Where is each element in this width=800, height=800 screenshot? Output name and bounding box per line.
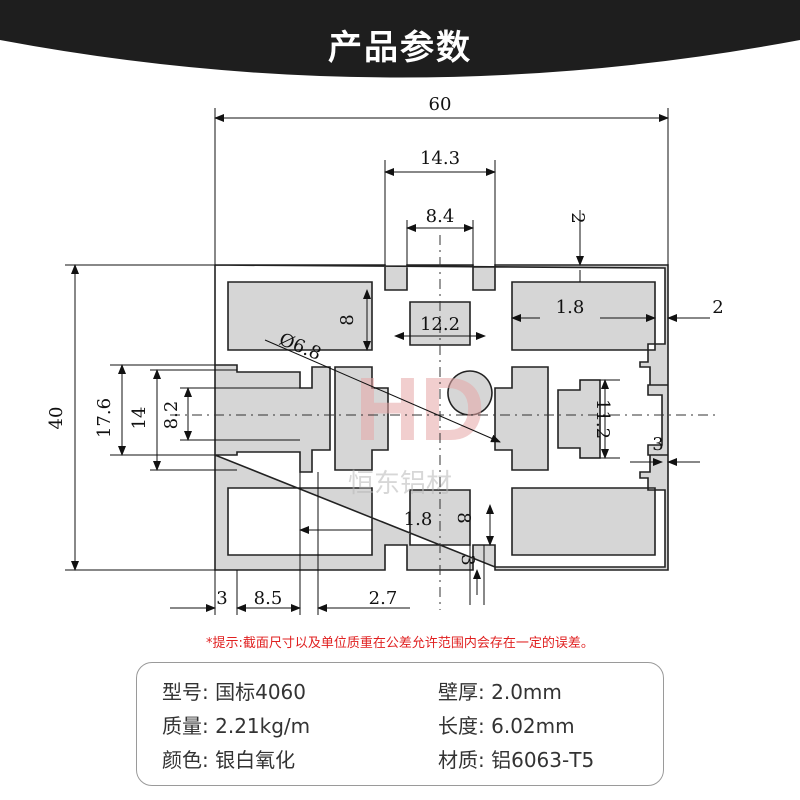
- spec-length-label: 长度:: [438, 714, 485, 738]
- dim-left-3: 3: [216, 588, 227, 609]
- dim-wall-right: 2: [567, 212, 588, 223]
- spec-color: 颜色: 银白氧化: [162, 744, 295, 773]
- dim-wall-inner: 1.8: [556, 297, 585, 318]
- spec-model: 型号: 国标4060: [162, 676, 306, 705]
- spec-wall: 壁厚: 2.0mm: [438, 676, 562, 705]
- spec-length-value: 6.02mm: [491, 714, 575, 738]
- dim-8-5: 8.5: [254, 588, 283, 609]
- watermark-logo-text: HD: [355, 360, 485, 460]
- spec-material: 材质: 铝6063-T5: [438, 744, 594, 773]
- profile-drawing: HD 恒东铝材: [46, 94, 724, 615]
- banner-shape: [0, 0, 800, 78]
- spec-weight-value: 2.21kg/m: [215, 714, 311, 738]
- tolerance-note: *提示:截面尺寸以及单位质重在公差允许范围内会存在一定的误差。: [206, 636, 594, 651]
- header-banner: [0, 0, 800, 95]
- spec-model-value: 国标4060: [215, 680, 307, 704]
- dim-right-slot: 11.2: [592, 399, 613, 439]
- spec-length: 长度: 6.02mm: [438, 710, 575, 739]
- spec-color-label: 颜色:: [162, 748, 209, 772]
- dim-2-7: 2.7: [369, 588, 398, 609]
- dim-bottom-lip: 3: [457, 554, 478, 565]
- dim-slot-depth-top: 8: [337, 314, 358, 325]
- dim-side-slot-outer: 17.6: [94, 398, 115, 438]
- dim-bottom-wall: 1.8: [404, 509, 433, 530]
- dim-overall-height: 40: [46, 407, 67, 430]
- dim-slot-opening: 8.4: [426, 206, 455, 227]
- spec-material-value: 铝6063-T5: [491, 748, 595, 772]
- dim-side-slot-opening: 8.2: [161, 401, 182, 430]
- dim-wall-edge: 2: [712, 297, 723, 318]
- dim-side-slot-mid: 14: [129, 407, 150, 430]
- spec-weight-label: 质量:: [162, 714, 209, 738]
- extension-lines: [65, 108, 669, 615]
- dim-slot-outer: 14.3: [420, 148, 460, 169]
- dim-right-lip: 3: [652, 434, 663, 455]
- watermark-text: 恒东铝材: [348, 469, 452, 499]
- spec-weight: 质量: 2.21kg/m: [162, 710, 310, 739]
- watermark-logo: HD 恒东铝材: [348, 360, 485, 499]
- spec-wall-label: 壁厚:: [438, 680, 485, 704]
- spec-model-label: 型号:: [162, 680, 209, 704]
- spec-color-value: 银白氧化: [215, 748, 296, 772]
- spec-wall-value: 2.0mm: [491, 680, 562, 704]
- center-lines: [170, 235, 720, 610]
- dimension-lines: [71, 114, 710, 612]
- spec-material-label: 材质:: [438, 748, 485, 772]
- dim-slot-inner-width: 12.2: [420, 314, 460, 335]
- dimension-labels: 60 14.3 8.4 40 17.6 14 8.2 2 8 12.2 1.8 …: [46, 94, 724, 609]
- dim-bottom-depth: 8: [453, 512, 474, 523]
- page-title: 产品参数: [328, 28, 472, 68]
- dim-overall-width: 60: [429, 94, 452, 115]
- spec-box: [136, 662, 664, 786]
